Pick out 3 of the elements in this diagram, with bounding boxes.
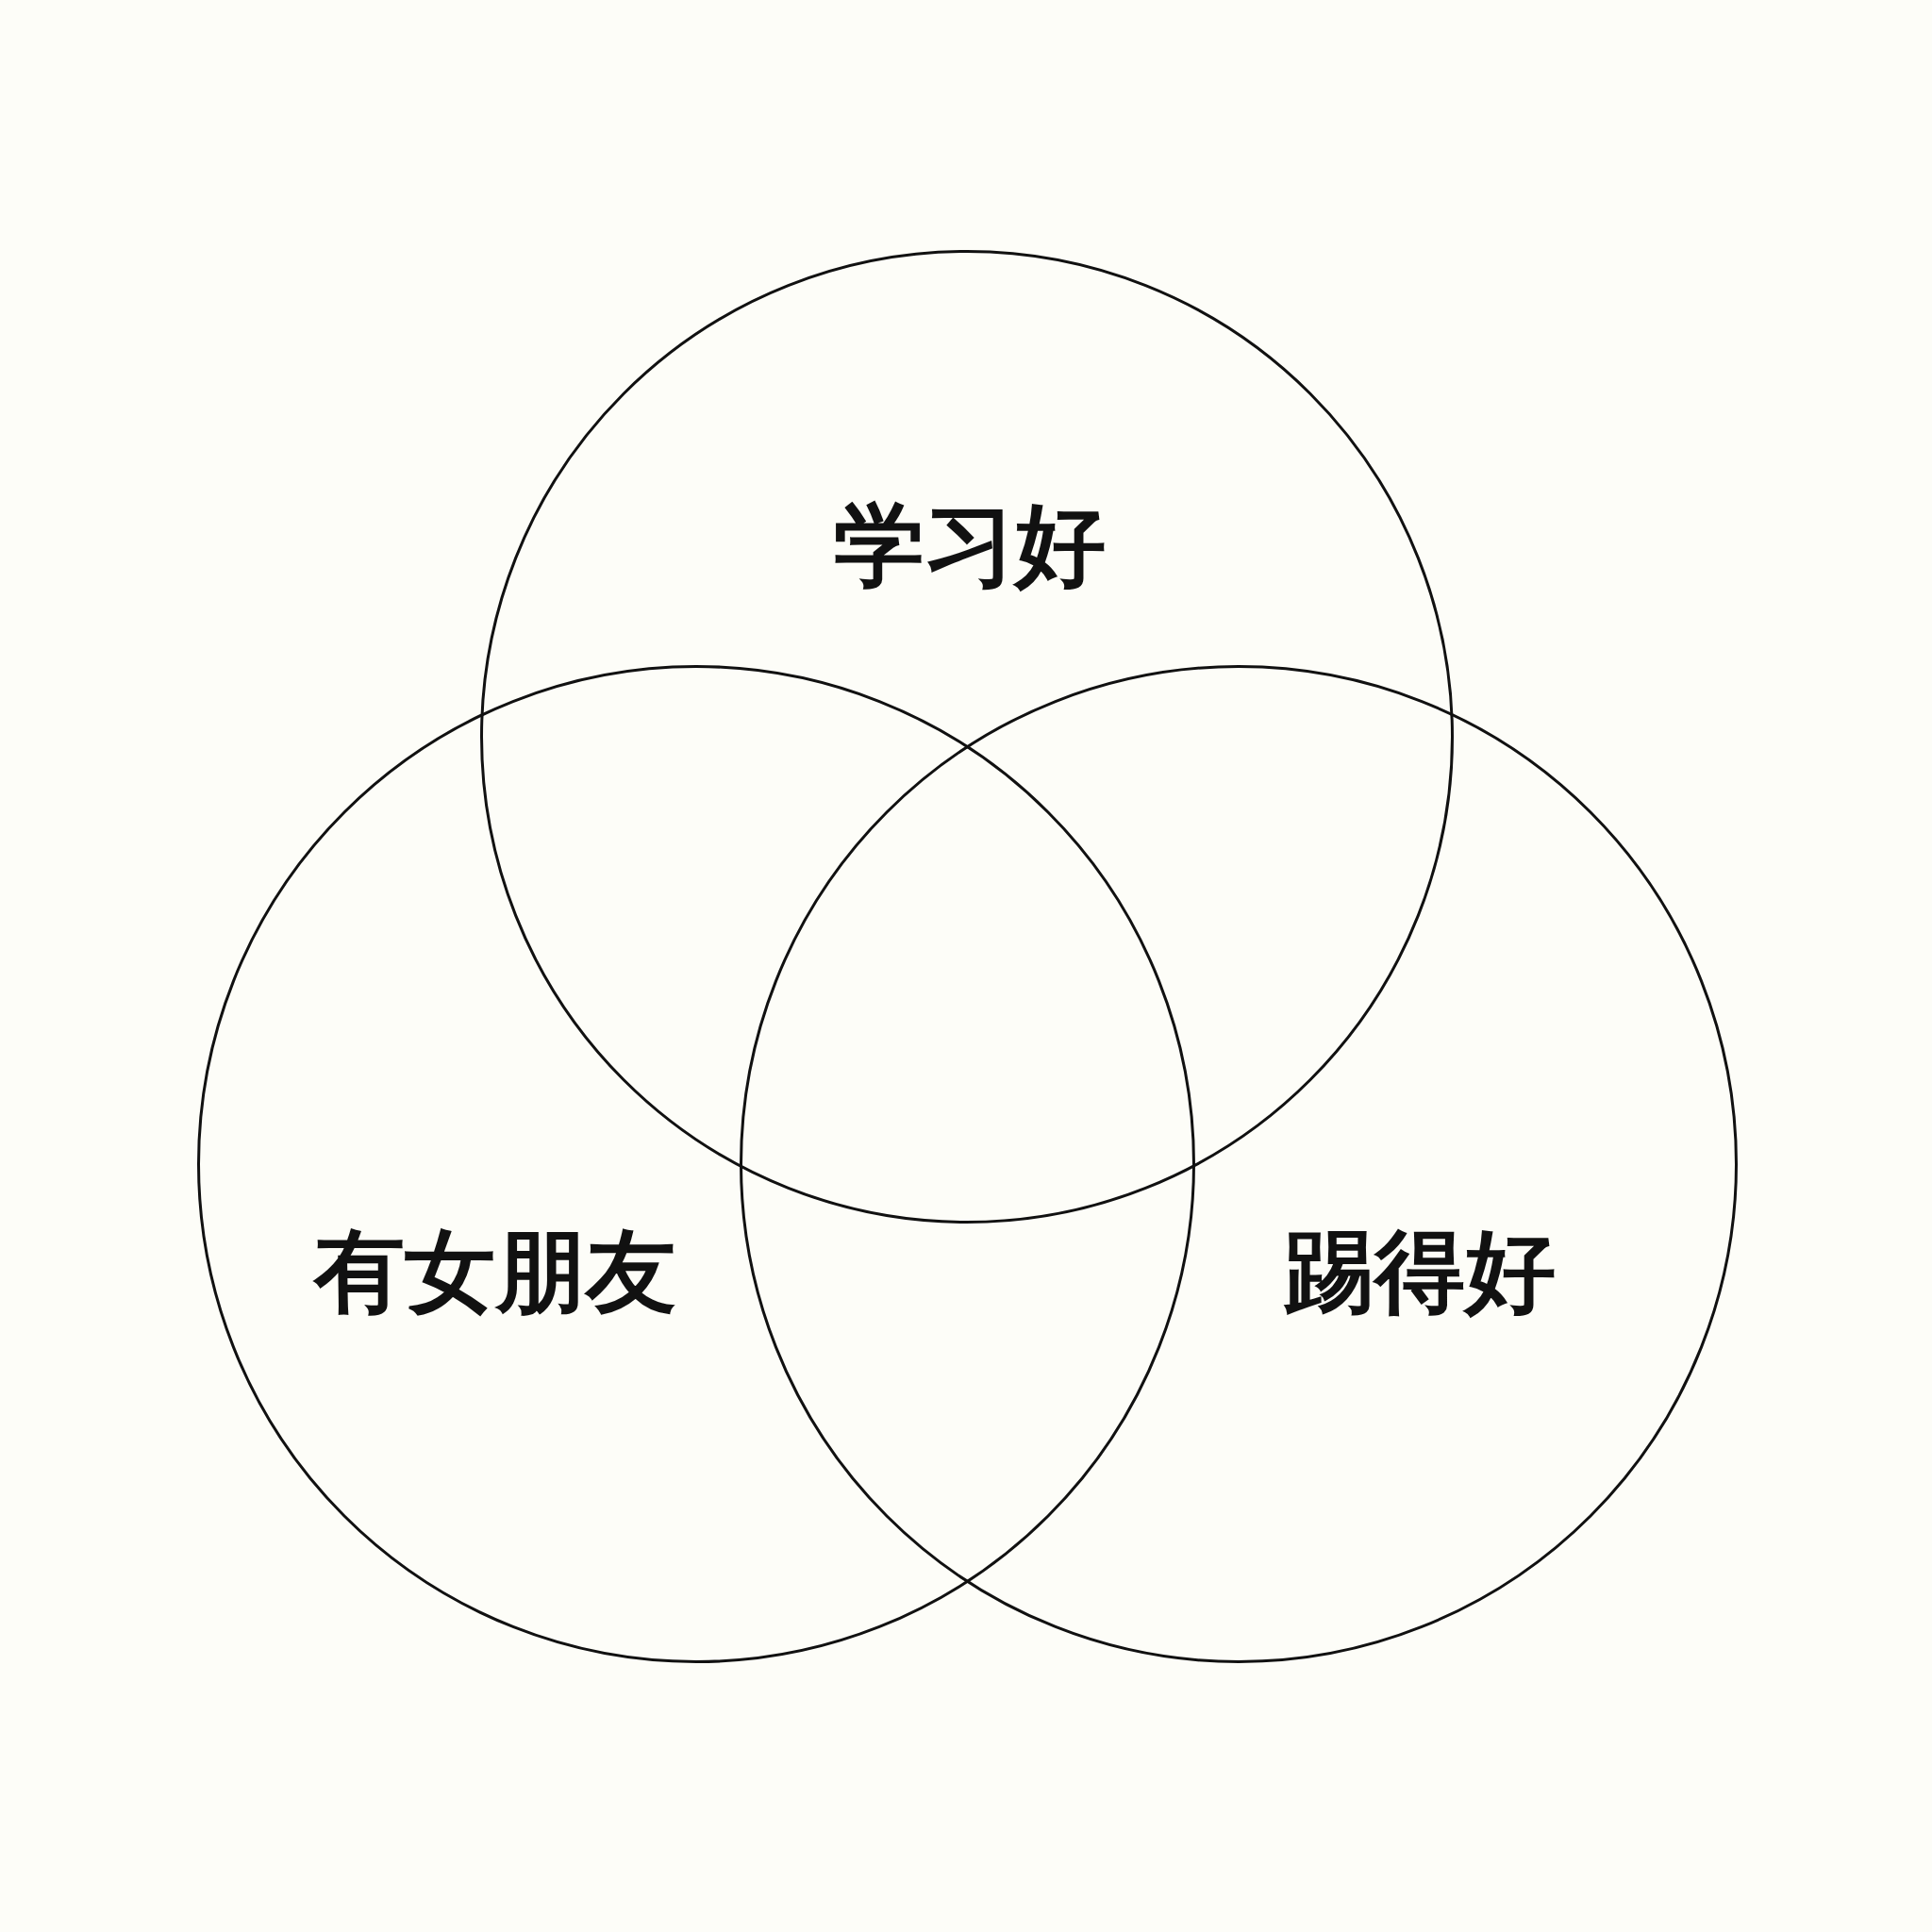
circle-label: 学习好 (834, 500, 1106, 591)
circle-label: 有女朋友 (314, 1226, 676, 1317)
circle-label: 踢得好 (1284, 1226, 1556, 1317)
